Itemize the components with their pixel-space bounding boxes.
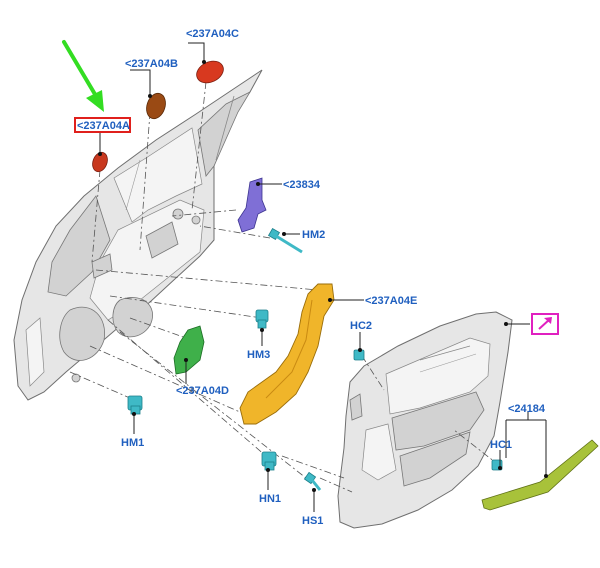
label-237a04c[interactable]: <237A04C [186, 28, 239, 40]
clip-hm2 [267, 227, 303, 254]
seal-237a04c [196, 60, 224, 84]
bracket-23834 [237, 177, 267, 233]
leader-lines [98, 42, 548, 512]
label-hm1[interactable]: HM1 [121, 437, 144, 449]
clip-hm1 [127, 395, 143, 415]
label-237a04e[interactable]: <237A04E [365, 295, 417, 307]
clip-hm3 [255, 309, 269, 329]
alignment-lines [69, 81, 501, 493]
seal-237a04d [173, 325, 205, 375]
label-24184[interactable]: <24184 [508, 403, 546, 415]
label-237a04d[interactable]: <237A04D [176, 385, 229, 397]
green-pointer-arrow-icon [62, 40, 104, 112]
seal-237a04e [239, 283, 335, 425]
label-23834[interactable]: <23834 [283, 179, 321, 191]
label-hc2[interactable]: HC2 [350, 320, 372, 332]
clip-hs1 [303, 471, 322, 491]
label-hs1[interactable]: HS1 [302, 515, 323, 527]
external-link-arrow-icon[interactable] [531, 313, 559, 335]
label-hm2[interactable]: HM2 [302, 229, 325, 241]
label-237a04b[interactable]: <237A04B [125, 58, 178, 70]
label-hn1[interactable]: HN1 [259, 493, 281, 505]
door-shell [13, 69, 263, 401]
label-hc1[interactable]: HC1 [490, 439, 512, 451]
label-237a04a[interactable]: <237A04A [77, 120, 130, 132]
highlight-box-237a04a [74, 117, 131, 133]
label-hm3[interactable]: HM3 [247, 349, 270, 361]
trim-strip-24184 [481, 439, 599, 511]
seal-237a04a [92, 151, 108, 173]
seal-237a04b [146, 92, 166, 120]
clip-hn1 [261, 451, 277, 471]
door-trim-panel [337, 311, 513, 529]
seal-237a04e-contour [265, 299, 313, 399]
